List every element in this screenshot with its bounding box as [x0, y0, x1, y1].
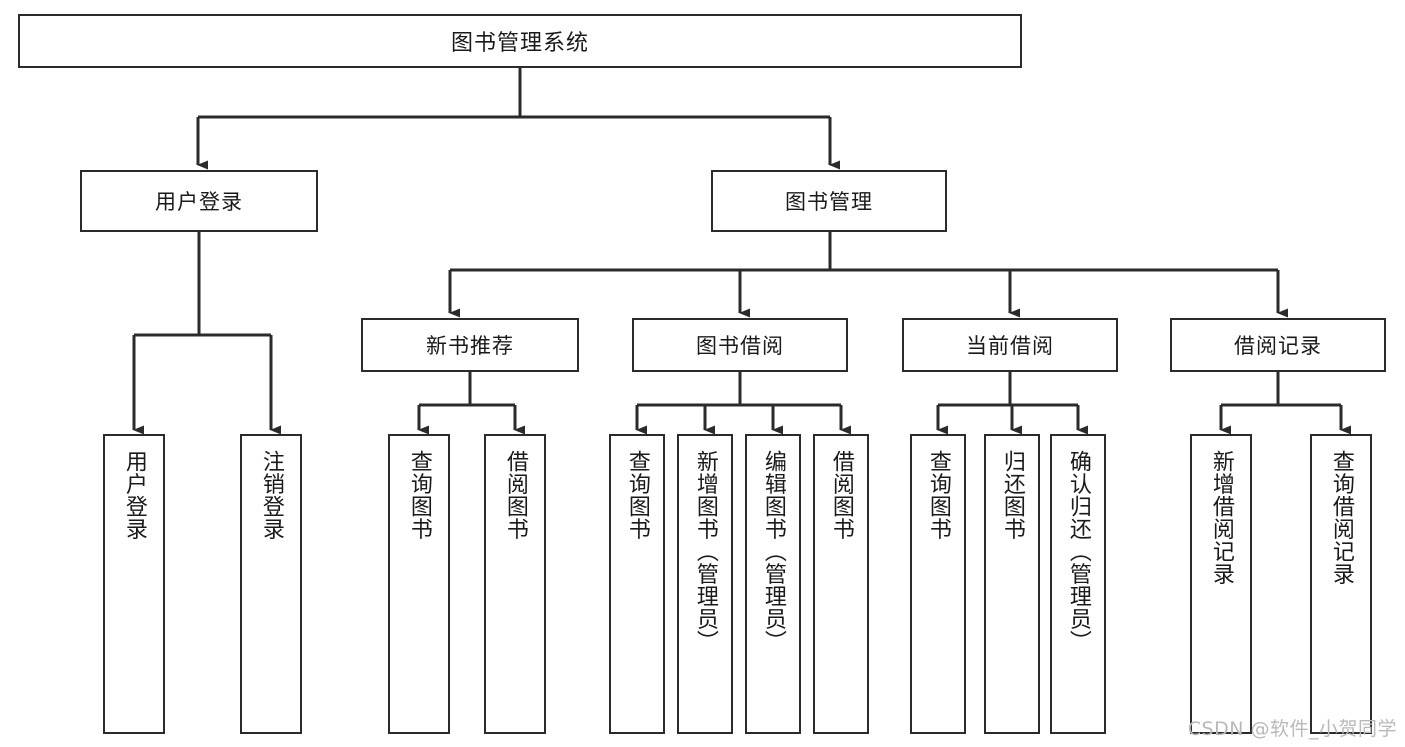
leaf-bookborrow-edit-book-admin[interactable]: 编辑图书（管理员） [745, 434, 801, 734]
leaf-newbook-borrow-books[interactable]: 借阅图书 [484, 434, 546, 734]
node-book-manage[interactable]: 图书管理 [711, 170, 947, 232]
leaf-currentborrow-query-books[interactable]: 查询图书 [910, 434, 966, 734]
node-book-borrow-label: 图书借阅 [696, 334, 784, 358]
leaf-label: 注销登录 [258, 450, 284, 540]
node-book-manage-label: 图书管理 [785, 190, 873, 214]
leaf-bookborrow-query-books[interactable]: 查询图书 [609, 434, 665, 734]
leaf-user-login-logout[interactable]: 注销登录 [240, 434, 302, 734]
leaf-newbook-query-books[interactable]: 查询图书 [388, 434, 450, 734]
leaf-bookborrow-add-book-admin[interactable]: 新增图书（管理员） [677, 434, 733, 734]
node-current-borrow[interactable]: 当前借阅 [902, 318, 1118, 372]
leaf-label: 新增借阅记录 [1208, 450, 1234, 585]
node-borrow-record-label: 借阅记录 [1234, 334, 1322, 358]
leaf-label: 新增图书（管理员） [692, 450, 718, 653]
leaf-label: 借阅图书 [502, 450, 528, 540]
leaf-label: 编辑图书（管理员） [760, 450, 786, 653]
leaf-currentborrow-return-books[interactable]: 归还图书 [984, 434, 1040, 734]
leaf-label: 借阅图书 [828, 450, 854, 540]
node-new-book-recommend-label: 新书推荐 [426, 334, 514, 358]
leaf-currentborrow-confirm-return-admin[interactable]: 确认归还（管理员） [1050, 434, 1106, 734]
node-root[interactable]: 图书管理系统 [18, 14, 1022, 68]
leaf-label: 确认归还（管理员） [1065, 450, 1091, 653]
node-borrow-record[interactable]: 借阅记录 [1170, 318, 1386, 372]
leaf-bookborrow-borrow-books[interactable]: 借阅图书 [813, 434, 869, 734]
leaf-borrowrecord-query-record[interactable]: 查询借阅记录 [1310, 434, 1372, 734]
leaf-label: 查询图书 [406, 450, 432, 540]
leaf-borrowrecord-add-record[interactable]: 新增借阅记录 [1190, 434, 1252, 734]
node-new-book-recommend[interactable]: 新书推荐 [361, 318, 579, 372]
node-root-label: 图书管理系统 [450, 31, 589, 56]
node-user-login-label: 用户登录 [155, 190, 243, 214]
leaf-label: 归还图书 [999, 450, 1025, 540]
leaf-label: 查询图书 [624, 450, 650, 540]
node-current-borrow-label: 当前借阅 [966, 334, 1054, 358]
node-book-borrow[interactable]: 图书借阅 [632, 318, 848, 372]
node-user-login[interactable]: 用户登录 [80, 170, 318, 232]
leaf-label: 查询借阅记录 [1328, 450, 1354, 585]
leaf-label: 查询图书 [925, 450, 951, 540]
leaf-label: 用户登录 [121, 450, 147, 540]
leaf-user-login-login[interactable]: 用户登录 [103, 434, 165, 734]
